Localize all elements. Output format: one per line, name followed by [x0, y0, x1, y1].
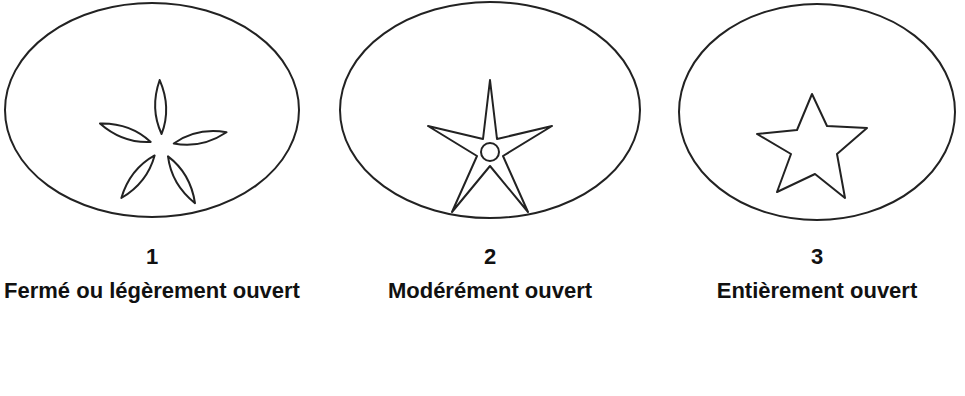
- stage-label: Fermé ou légèrement ouvert: [4, 278, 300, 304]
- callout-number: 3: [811, 244, 823, 270]
- fruit-outline: [679, 4, 955, 220]
- open-star: [757, 94, 867, 198]
- callout-number: 1: [146, 244, 158, 270]
- moderate-star: [428, 80, 552, 212]
- stage-label: Modérément ouvert: [388, 278, 592, 304]
- closed-star: [98, 80, 228, 206]
- stage-label: Entièrement ouvert: [717, 278, 918, 304]
- fruit-outline: [340, 2, 640, 218]
- callout-number: 2: [484, 244, 496, 270]
- fruit-outline: [5, 3, 299, 217]
